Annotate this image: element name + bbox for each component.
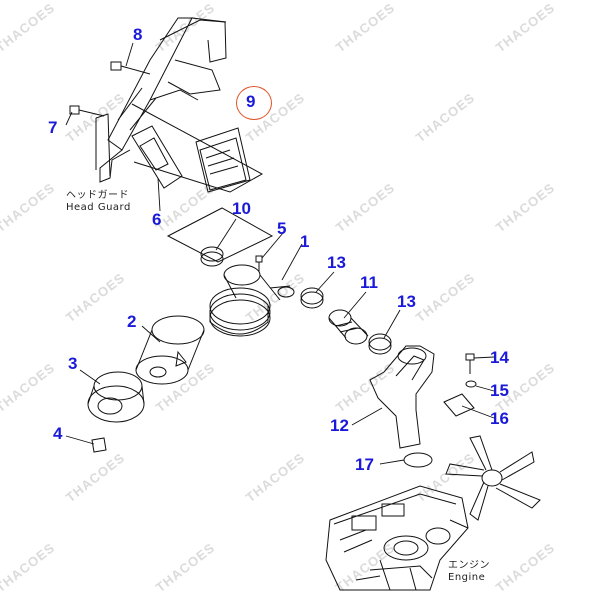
head-guard-caption: ヘッドガード Head Guard bbox=[66, 190, 131, 213]
callout-4: 4 bbox=[53, 424, 63, 443]
clamp-10 bbox=[201, 247, 223, 266]
callout-9: 9 bbox=[246, 92, 256, 111]
highlight-ring bbox=[236, 86, 272, 120]
callout-6: 6 bbox=[152, 210, 162, 229]
callout-15: 15 bbox=[490, 381, 509, 400]
callout-1: 1 bbox=[300, 232, 310, 251]
engine-caption: エンジン Engine bbox=[448, 560, 490, 583]
hose-11 bbox=[329, 310, 368, 344]
head-guard-caption-en: Head Guard bbox=[66, 201, 131, 213]
callout-7: 7 bbox=[48, 118, 58, 137]
callout-13-lower: 13 bbox=[397, 292, 416, 311]
part-9-element bbox=[196, 128, 250, 192]
bolt-8 bbox=[111, 62, 150, 74]
head-guard-frame bbox=[96, 18, 226, 182]
callout-2: 2 bbox=[127, 312, 137, 331]
bolt-5 bbox=[256, 256, 262, 272]
engine-caption-en: Engine bbox=[448, 571, 486, 583]
valve-4 bbox=[92, 438, 106, 452]
fan bbox=[446, 436, 540, 520]
bolt-14 bbox=[466, 354, 474, 374]
engine-caption-jp: エンジン bbox=[448, 560, 490, 571]
head-guard-caption-jp: ヘッドガード bbox=[66, 190, 129, 201]
callout-11: 11 bbox=[360, 273, 378, 292]
bracket-6 bbox=[132, 126, 182, 188]
duct-12 bbox=[370, 346, 434, 448]
clamp-13b bbox=[369, 334, 391, 354]
element-2 bbox=[136, 316, 204, 384]
clamp-13a bbox=[301, 288, 323, 308]
callout-12: 12 bbox=[330, 416, 349, 435]
engine-block bbox=[326, 486, 468, 590]
o-ring-17 bbox=[404, 453, 432, 467]
callout-16: 16 bbox=[490, 409, 509, 428]
bolt-7 bbox=[70, 106, 104, 116]
callout-10: 10 bbox=[232, 199, 251, 218]
callout-13-upper: 13 bbox=[327, 253, 346, 272]
callout-5: 5 bbox=[277, 219, 287, 238]
callout-8: 8 bbox=[133, 25, 143, 44]
callout-14: 14 bbox=[490, 348, 509, 367]
air-cleaner-body-1 bbox=[210, 265, 294, 336]
washer-15 bbox=[466, 381, 476, 387]
callout-3: 3 bbox=[68, 354, 78, 373]
bracket-16 bbox=[444, 394, 474, 416]
callout-17: 17 bbox=[355, 455, 374, 474]
dust-cup-3 bbox=[88, 372, 144, 422]
